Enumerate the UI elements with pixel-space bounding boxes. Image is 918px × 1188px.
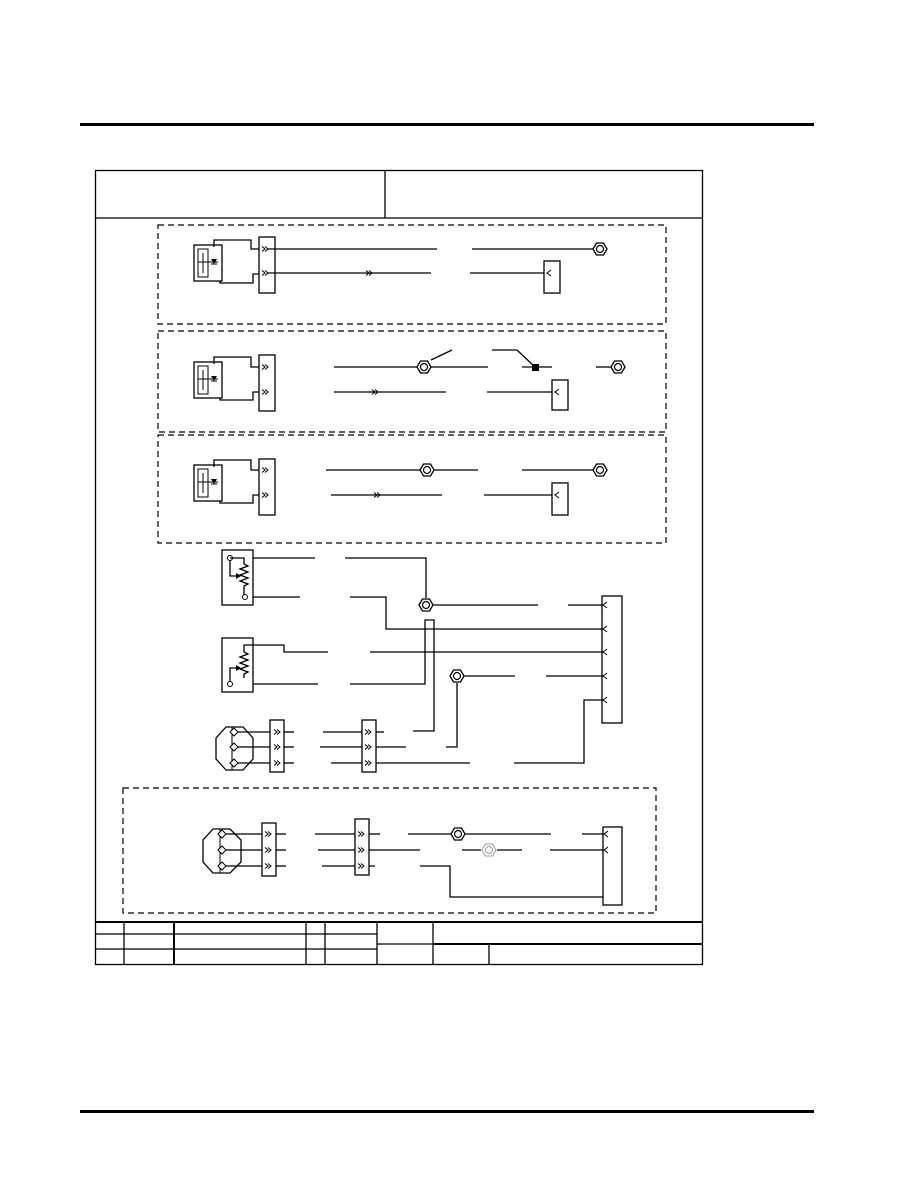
top-rule [80, 123, 814, 126]
section-1-boundary [157, 224, 667, 325]
ground-block-2 [551, 379, 569, 411]
hex-splice-icon [450, 827, 466, 841]
sensor-3 [193, 459, 259, 504]
hex-splice-icon [610, 360, 626, 374]
diagram-frame [94, 169, 704, 966]
ground-block-1 [543, 260, 561, 294]
round-component-icon [215, 726, 254, 771]
connector-5 [361, 719, 377, 773]
revision-block [95, 921, 703, 965]
connector-7 [354, 818, 370, 876]
section-2 [157, 330, 667, 433]
section-2-boundary [157, 330, 667, 433]
ground-bar-1 [601, 595, 623, 724]
connector-3 [258, 458, 276, 516]
hex-splice-icon [592, 463, 608, 477]
middle-section [215, 549, 623, 773]
sensor-2 [193, 356, 259, 401]
connector-2 [258, 354, 276, 412]
hex-splice-icon [418, 598, 434, 612]
round-component-icon [202, 828, 242, 874]
section-3 [157, 434, 667, 544]
connector-4 [269, 719, 285, 773]
section-4-boundary [122, 787, 657, 914]
bottom-rule [80, 1110, 814, 1113]
ground-block-3 [551, 482, 569, 516]
variable-resistor-icon [221, 549, 254, 606]
sensor-1 [193, 239, 259, 284]
hex-splice-icon [449, 669, 465, 683]
ground-bar-2 [602, 826, 623, 906]
hex-splice-icon [416, 360, 432, 374]
hex-splice-icon [592, 242, 608, 256]
variable-resistor-icon [221, 637, 254, 693]
section-4 [122, 787, 657, 914]
connector-1 [258, 236, 276, 294]
hex-splice-icon [419, 463, 435, 477]
section-3-boundary [157, 434, 667, 544]
section-1 [157, 224, 667, 325]
grey-splice-icon [481, 843, 497, 857]
terminal-icon [532, 364, 539, 371]
